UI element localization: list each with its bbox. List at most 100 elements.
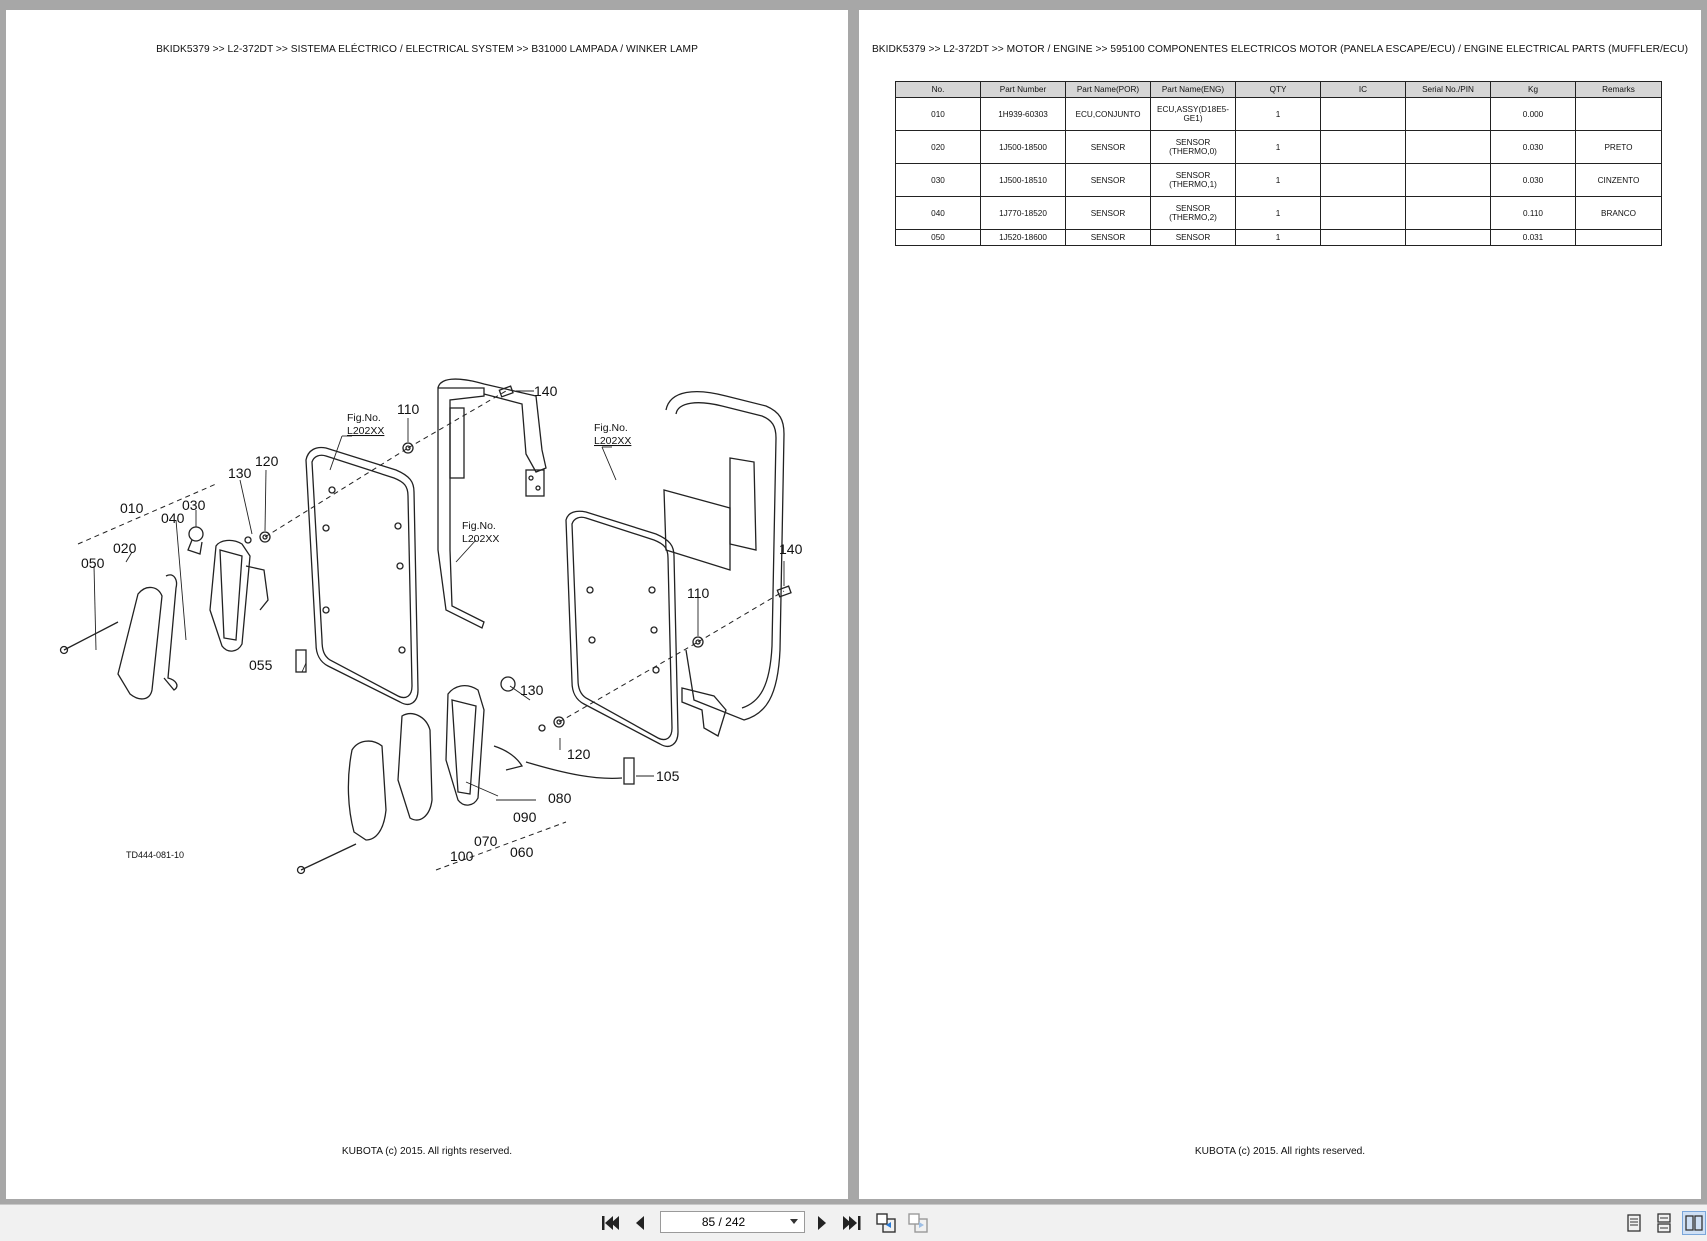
callout-060: 060 bbox=[510, 844, 534, 860]
table-cell bbox=[1405, 97, 1491, 131]
column-header: Part Name(POR) bbox=[1065, 81, 1151, 98]
table-cell: 1 bbox=[1235, 97, 1321, 131]
column-header: IC bbox=[1320, 81, 1406, 98]
column-header: Kg bbox=[1490, 81, 1576, 98]
table-cell bbox=[1405, 163, 1491, 197]
callout-105: 105 bbox=[656, 768, 680, 784]
table-row: 040 1J770-18520 SENSOR SENSOR (THERMO,2)… bbox=[895, 196, 1662, 230]
table-cell: 1J770-18520 bbox=[980, 196, 1066, 230]
viewer-toolbar bbox=[0, 1204, 1707, 1241]
callout-050: 050 bbox=[81, 555, 105, 571]
table-cell: 010 bbox=[895, 97, 981, 131]
table-cell bbox=[1320, 229, 1406, 246]
right-page: BKIDK5379 >> L2-372DT >> MOTOR / ENGINE … bbox=[859, 10, 1701, 1199]
next-page-icon[interactable] bbox=[810, 1211, 834, 1235]
table-cell: PRETO bbox=[1575, 130, 1662, 164]
table-cell: SENSOR bbox=[1150, 229, 1236, 246]
table-cell: 020 bbox=[895, 130, 981, 164]
table-cell: SENSOR (THERMO,0) bbox=[1150, 130, 1236, 164]
go-forward-view-icon[interactable] bbox=[906, 1211, 930, 1235]
table-row: 020 1J500-18500 SENSOR SENSOR (THERMO,0)… bbox=[895, 130, 1662, 164]
fig-ref-label: Fig.No. bbox=[462, 520, 496, 532]
table-cell: SENSOR bbox=[1065, 196, 1151, 230]
table-cell bbox=[1320, 97, 1406, 131]
axis-lines bbox=[77, 390, 785, 871]
rear-frame-right bbox=[663, 390, 785, 737]
callout-120-top: 120 bbox=[255, 453, 279, 469]
column-header: Remarks bbox=[1575, 81, 1662, 98]
callout-labels: 010 020 030 040 050 055 060 070 080 090 … bbox=[81, 383, 803, 864]
table-cell: 1 bbox=[1235, 196, 1321, 230]
column-header: Part Name(ENG) bbox=[1150, 81, 1236, 98]
callout-070: 070 bbox=[474, 833, 498, 849]
callout-055: 055 bbox=[249, 657, 273, 673]
fig-ref-label: Fig.No. bbox=[594, 422, 628, 434]
table-cell bbox=[1405, 130, 1491, 164]
table-cell bbox=[1320, 196, 1406, 230]
callout-140-right: 140 bbox=[779, 541, 803, 557]
last-page-icon[interactable] bbox=[840, 1211, 864, 1235]
table-cell bbox=[1320, 130, 1406, 164]
previous-page-icon[interactable] bbox=[628, 1211, 652, 1235]
left-lamp-panel bbox=[305, 446, 419, 705]
breadcrumb: BKIDK5379 >> L2-372DT >> MOTOR / ENGINE … bbox=[871, 44, 1689, 55]
table-cell bbox=[1575, 97, 1662, 131]
table-cell bbox=[1320, 163, 1406, 197]
table-cell: ECU,CONJUNTO bbox=[1065, 97, 1151, 131]
column-header: Part Number bbox=[980, 81, 1066, 98]
callout-090: 090 bbox=[513, 809, 537, 825]
callout-040: 040 bbox=[161, 510, 185, 526]
column-header: Serial No./PIN bbox=[1405, 81, 1491, 98]
go-back-view-icon[interactable] bbox=[874, 1211, 898, 1235]
table-header-row: No. Part Number Part Name(POR) Part Name… bbox=[895, 81, 1662, 98]
two-page-view-icon[interactable] bbox=[1682, 1211, 1706, 1235]
leader-lines bbox=[93, 390, 785, 801]
page-number-input[interactable] bbox=[660, 1211, 805, 1233]
table-cell: SENSOR bbox=[1065, 229, 1151, 246]
callout-020: 020 bbox=[113, 540, 137, 556]
table-cell: 1H939-60303 bbox=[980, 97, 1066, 131]
table-cell bbox=[1405, 196, 1491, 230]
table-cell: BRANCO bbox=[1575, 196, 1662, 230]
callout-080: 080 bbox=[548, 790, 572, 806]
chevron-down-icon[interactable] bbox=[790, 1219, 798, 1224]
table-cell: 0.030 bbox=[1490, 130, 1576, 164]
figure-id: TD444-081-10 bbox=[126, 850, 184, 860]
callout-130-bottom: 130 bbox=[520, 682, 544, 698]
table-cell: 1J520-18600 bbox=[980, 229, 1066, 246]
parts-table: No. Part Number Part Name(POR) Part Name… bbox=[895, 81, 1662, 246]
column-header: No. bbox=[895, 81, 981, 98]
fig-ref-code: L202XX bbox=[462, 533, 499, 545]
fig-references: Fig.No. L202XX Fig.No. L202XX Fig.No. L2… bbox=[126, 412, 631, 860]
table-cell: 0.000 bbox=[1490, 97, 1576, 131]
single-page-view-icon[interactable] bbox=[1622, 1211, 1646, 1235]
breadcrumb: BKIDK5379 >> L2-372DT >> SISTEMA ELÉCTRI… bbox=[156, 44, 698, 55]
left-lamp-assembly bbox=[117, 526, 307, 700]
table-cell: SENSOR bbox=[1065, 130, 1151, 164]
callout-100: 100 bbox=[450, 848, 474, 864]
fig-ref-label: Fig.No. bbox=[347, 412, 381, 424]
table-cell: SENSOR (THERMO,2) bbox=[1150, 196, 1236, 230]
table-cell: SENSOR (THERMO,1) bbox=[1150, 163, 1236, 197]
first-page-icon[interactable] bbox=[598, 1211, 622, 1235]
table-row: 030 1J500-18510 SENSOR SENSOR (THERMO,1)… bbox=[895, 163, 1662, 197]
fig-ref-code: L202XX bbox=[347, 425, 384, 437]
table-cell: 1J500-18500 bbox=[980, 130, 1066, 164]
copyright-footer: KUBOTA (c) 2015. All rights reserved. bbox=[1194, 1146, 1366, 1157]
table-cell: CINZENTO bbox=[1575, 163, 1662, 197]
callout-140-top: 140 bbox=[534, 383, 558, 399]
right-lamp-panel bbox=[565, 510, 679, 747]
fig-ref-code: L202XX bbox=[594, 435, 631, 447]
table-cell: 1J500-18510 bbox=[980, 163, 1066, 197]
callout-120-bottom: 120 bbox=[567, 746, 591, 762]
table-cell: 0.030 bbox=[1490, 163, 1576, 197]
exploded-parts-diagram: 010 020 030 040 050 055 060 070 080 090 … bbox=[59, 378, 803, 875]
callout-030: 030 bbox=[182, 497, 206, 513]
table-cell: ECU,ASSY(D18E5-GE1) bbox=[1150, 97, 1236, 131]
table-cell: 1 bbox=[1235, 163, 1321, 197]
continuous-view-icon[interactable] bbox=[1652, 1211, 1676, 1235]
callout-130-top: 130 bbox=[228, 465, 252, 481]
column-header: QTY bbox=[1235, 81, 1321, 98]
callout-110-top: 110 bbox=[397, 401, 420, 417]
table-cell: 030 bbox=[895, 163, 981, 197]
